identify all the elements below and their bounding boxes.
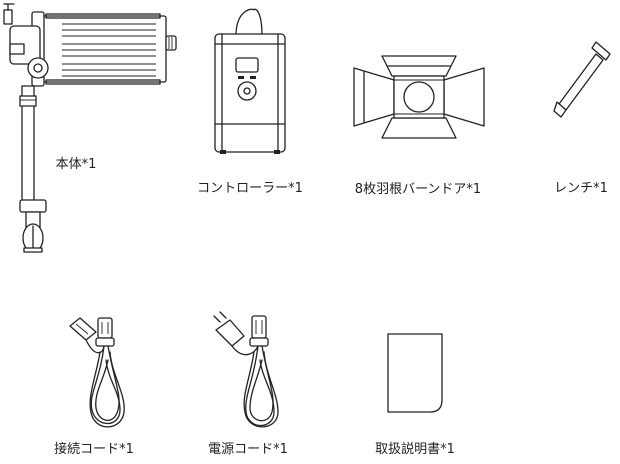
power-cord-label: 電源コード*1 [208,442,288,457]
barndoor-label: 8枚羽根バーンドア*1 [354,182,482,197]
connection-cable-label: 接続コード*1 [54,442,134,457]
controller-label: コントローラー*1 [197,181,303,196]
main-unit-label: 本体*1 [55,157,97,172]
manual-label: 取扱説明書*1 [375,442,455,457]
wrench-label: レンチ*1 [554,181,608,196]
